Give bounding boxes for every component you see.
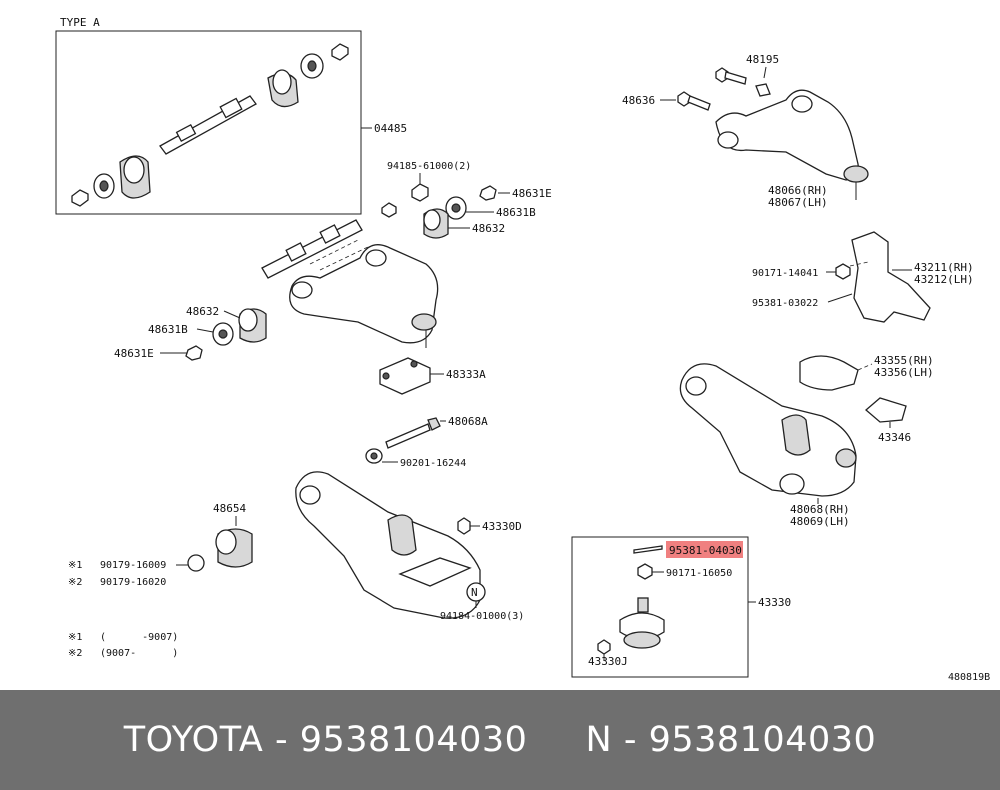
bolt-icon (385, 423, 431, 449)
type-a-label: TYPE A (60, 16, 100, 29)
label-43356: 43356(LH) (874, 366, 934, 379)
label-48066: 48066(RH) (768, 184, 828, 197)
upper-arm-right (715, 89, 859, 181)
ball-stud-icon (637, 597, 649, 613)
type-a-box (55, 30, 362, 215)
lower-arm (295, 471, 481, 619)
label-48195: 48195 (746, 53, 779, 66)
label-43355: 43355(RH) (874, 354, 934, 367)
nut-icon (411, 183, 429, 202)
figure-code: 480819B (948, 672, 990, 683)
lower-arm-right (679, 363, 857, 497)
spacer-plate (379, 357, 431, 395)
part-number-title: TOYOTA - 9538104030 N - 9538104030 (123, 720, 877, 760)
label-48632-left: 48632 (186, 305, 219, 318)
ball-joint-box (571, 536, 749, 678)
cotter-pin-icon (633, 545, 663, 554)
note-2-mark: ※2 (68, 648, 82, 659)
label-48333a: 48333A (446, 368, 486, 381)
label-43330j: 43330J (588, 655, 628, 668)
label-90171-16050: 90171-16050 (666, 568, 732, 579)
label-95381-04030: 95381-04030 (669, 544, 742, 557)
label-95381-03022: 95381-03022 (752, 298, 818, 309)
label-48069: 48069(LH) (790, 515, 850, 528)
label-43211: 43211(RH) (914, 261, 974, 274)
label-48631e-left: 48631E (114, 347, 154, 360)
highlight-box (666, 541, 743, 558)
label-48654: 48654 (213, 502, 246, 515)
label-48632-top: 48632 (472, 222, 505, 235)
label-48067: 48067(LH) (768, 196, 828, 209)
note-1-mark: ※1 (68, 632, 82, 643)
label-94185-61000: 94185-61000(2) (387, 161, 471, 172)
label-90179-16020: 90179-16020 (100, 577, 166, 588)
steering-knuckle (851, 231, 931, 323)
label-90171-14041: 90171-14041 (752, 268, 818, 279)
upper-arm (289, 244, 439, 344)
note-2-text: (9007- ) (100, 648, 178, 659)
label-43346: 43346 (878, 431, 911, 444)
stopper-bracket (799, 355, 859, 391)
label-90179-16009: 90179-16009 (100, 560, 166, 571)
label-04485: 04485 (374, 122, 407, 135)
label-48068a: 48068A (448, 415, 488, 428)
note-1-text: ( -9007) (100, 632, 178, 643)
circle-n-label: N (471, 586, 478, 599)
mark-1: ※1 (68, 560, 82, 571)
label-94184-01000: 94184-01000(3) (440, 611, 524, 622)
label-90201-16244: 90201-16244 (400, 458, 466, 469)
label-43330: 43330 (758, 596, 791, 609)
label-43212: 43212(LH) (914, 273, 974, 286)
label-48631e-top: 48631E (512, 187, 552, 200)
bump-stopper (865, 397, 907, 423)
type-a-parts (71, 43, 349, 207)
parts-diagram: TYPE A 04485 94185-61000(2) 48631E 48631… (55, 16, 990, 683)
footer-bar: TOYOTA - 9538104030 N - 9538104030 (0, 690, 1000, 790)
label-43330d: 43330D (482, 520, 522, 533)
label-48068: 48068(RH) (790, 503, 850, 516)
label-48631b-top: 48631B (496, 206, 536, 219)
label-48631b-left: 48631B (148, 323, 188, 336)
label-48636: 48636 (622, 94, 655, 107)
mark-2: ※2 (68, 577, 82, 588)
